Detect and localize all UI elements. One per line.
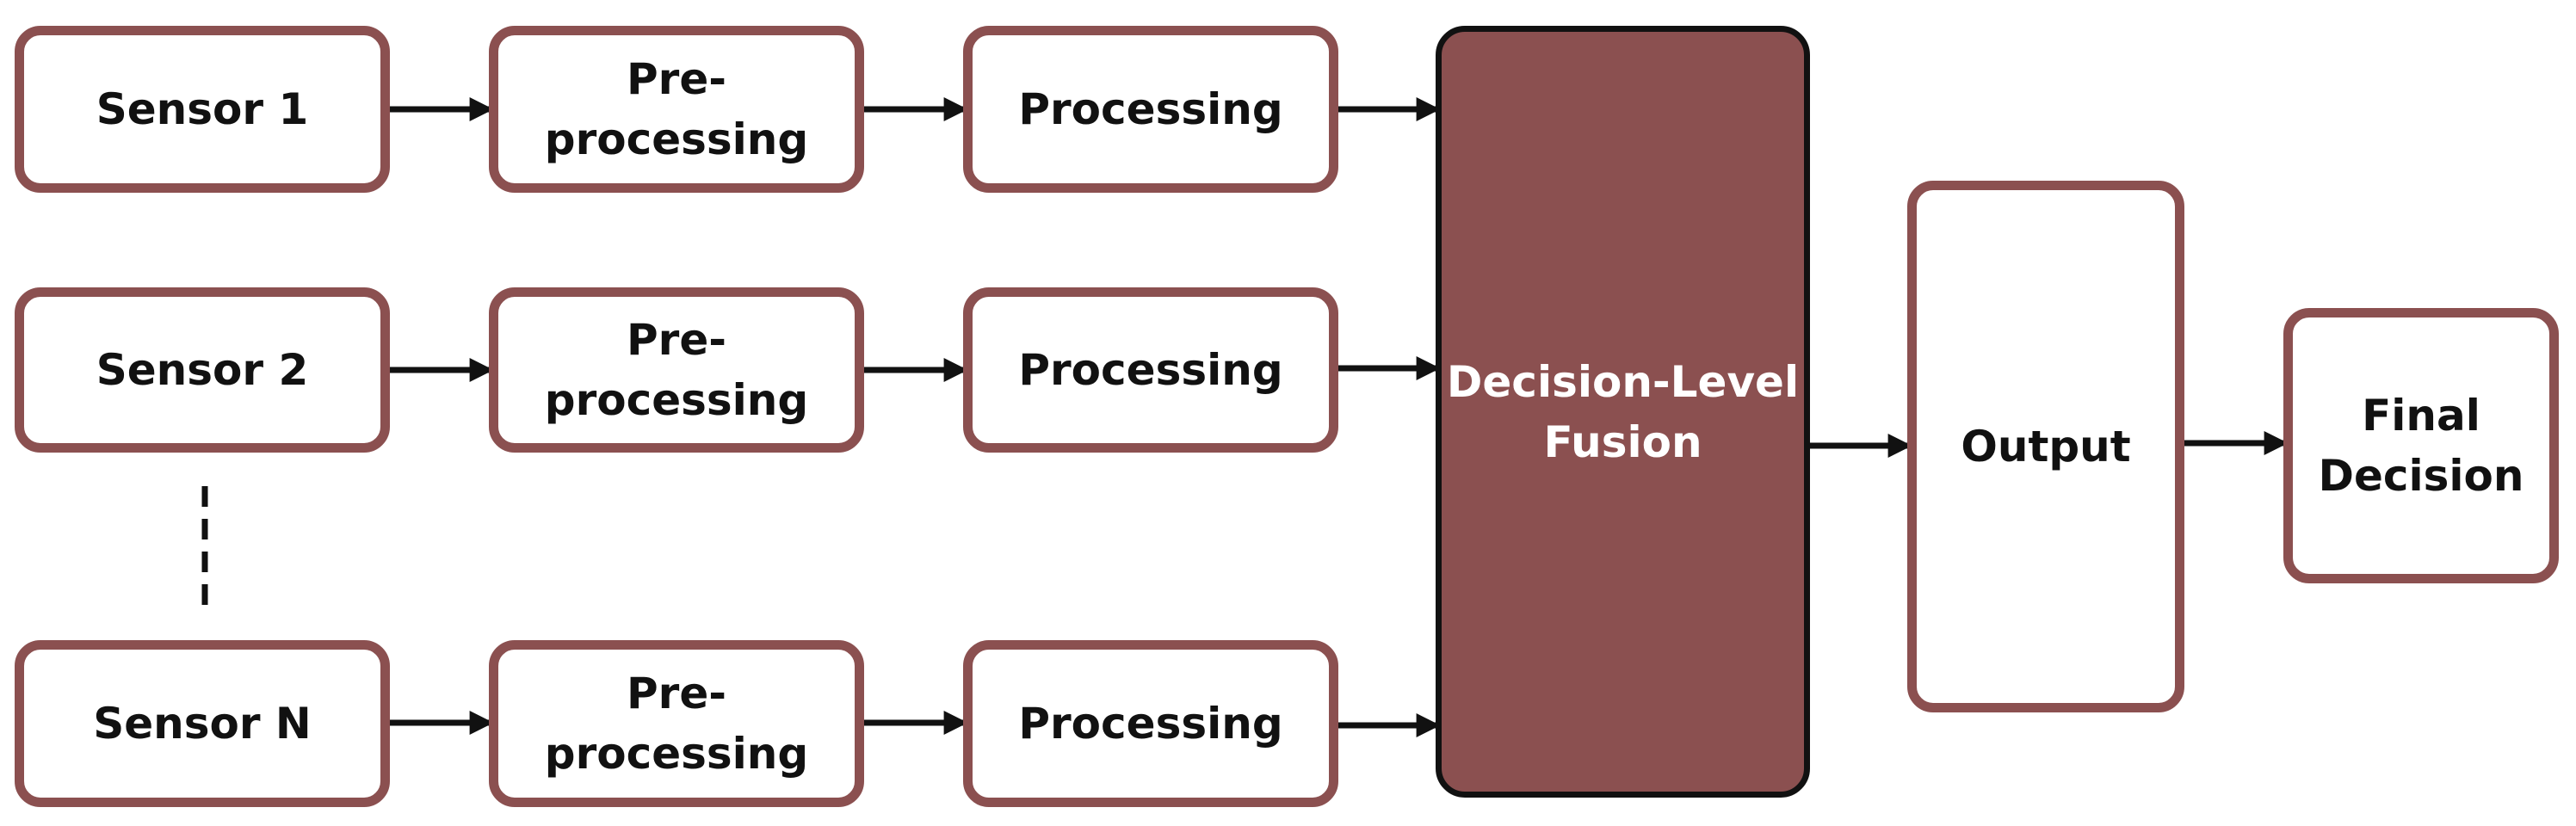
fusion-label-line2: Fusion [1543, 416, 1702, 467]
preprocessing-1-label: Pre-processing [544, 54, 809, 164]
processing-1-label: Processing [1018, 84, 1283, 134]
output-label: Output [1961, 422, 2131, 472]
output-box: Output [1907, 181, 2184, 712]
preprocessing-2-box: Pre-processing [489, 287, 864, 453]
sensor-n-box: Sensor N [15, 640, 390, 807]
sensor-2-box: Sensor 2 [15, 287, 390, 453]
final-decision-box: Final Decision [2283, 308, 2559, 583]
sensor-1-label: Sensor 1 [96, 84, 309, 134]
processing-n-box: Processing [963, 640, 1338, 807]
fusion-label-line1: Decision-Level [1446, 356, 1800, 407]
processing-2-label: Processing [1018, 345, 1283, 395]
decision-level-fusion-box: Decision-Level Fusion [1436, 26, 1810, 798]
processing-n-label: Processing [1018, 699, 1283, 749]
processing-2-box: Processing [963, 287, 1338, 453]
preprocessing-n-label: Pre-processing [544, 669, 809, 779]
final-label-line1: Final [2362, 391, 2480, 441]
sensor-2-label: Sensor 2 [96, 345, 309, 395]
processing-1-box: Processing [963, 26, 1338, 193]
preprocessing-2-label: Pre-processing [544, 315, 809, 425]
preprocessing-1-box: Pre-processing [489, 26, 864, 193]
sensor-1-box: Sensor 1 [15, 26, 390, 193]
preprocessing-n-box: Pre-processing [489, 640, 864, 807]
sensor-n-label: Sensor N [93, 699, 312, 749]
final-label-line2: Decision [2318, 451, 2524, 501]
